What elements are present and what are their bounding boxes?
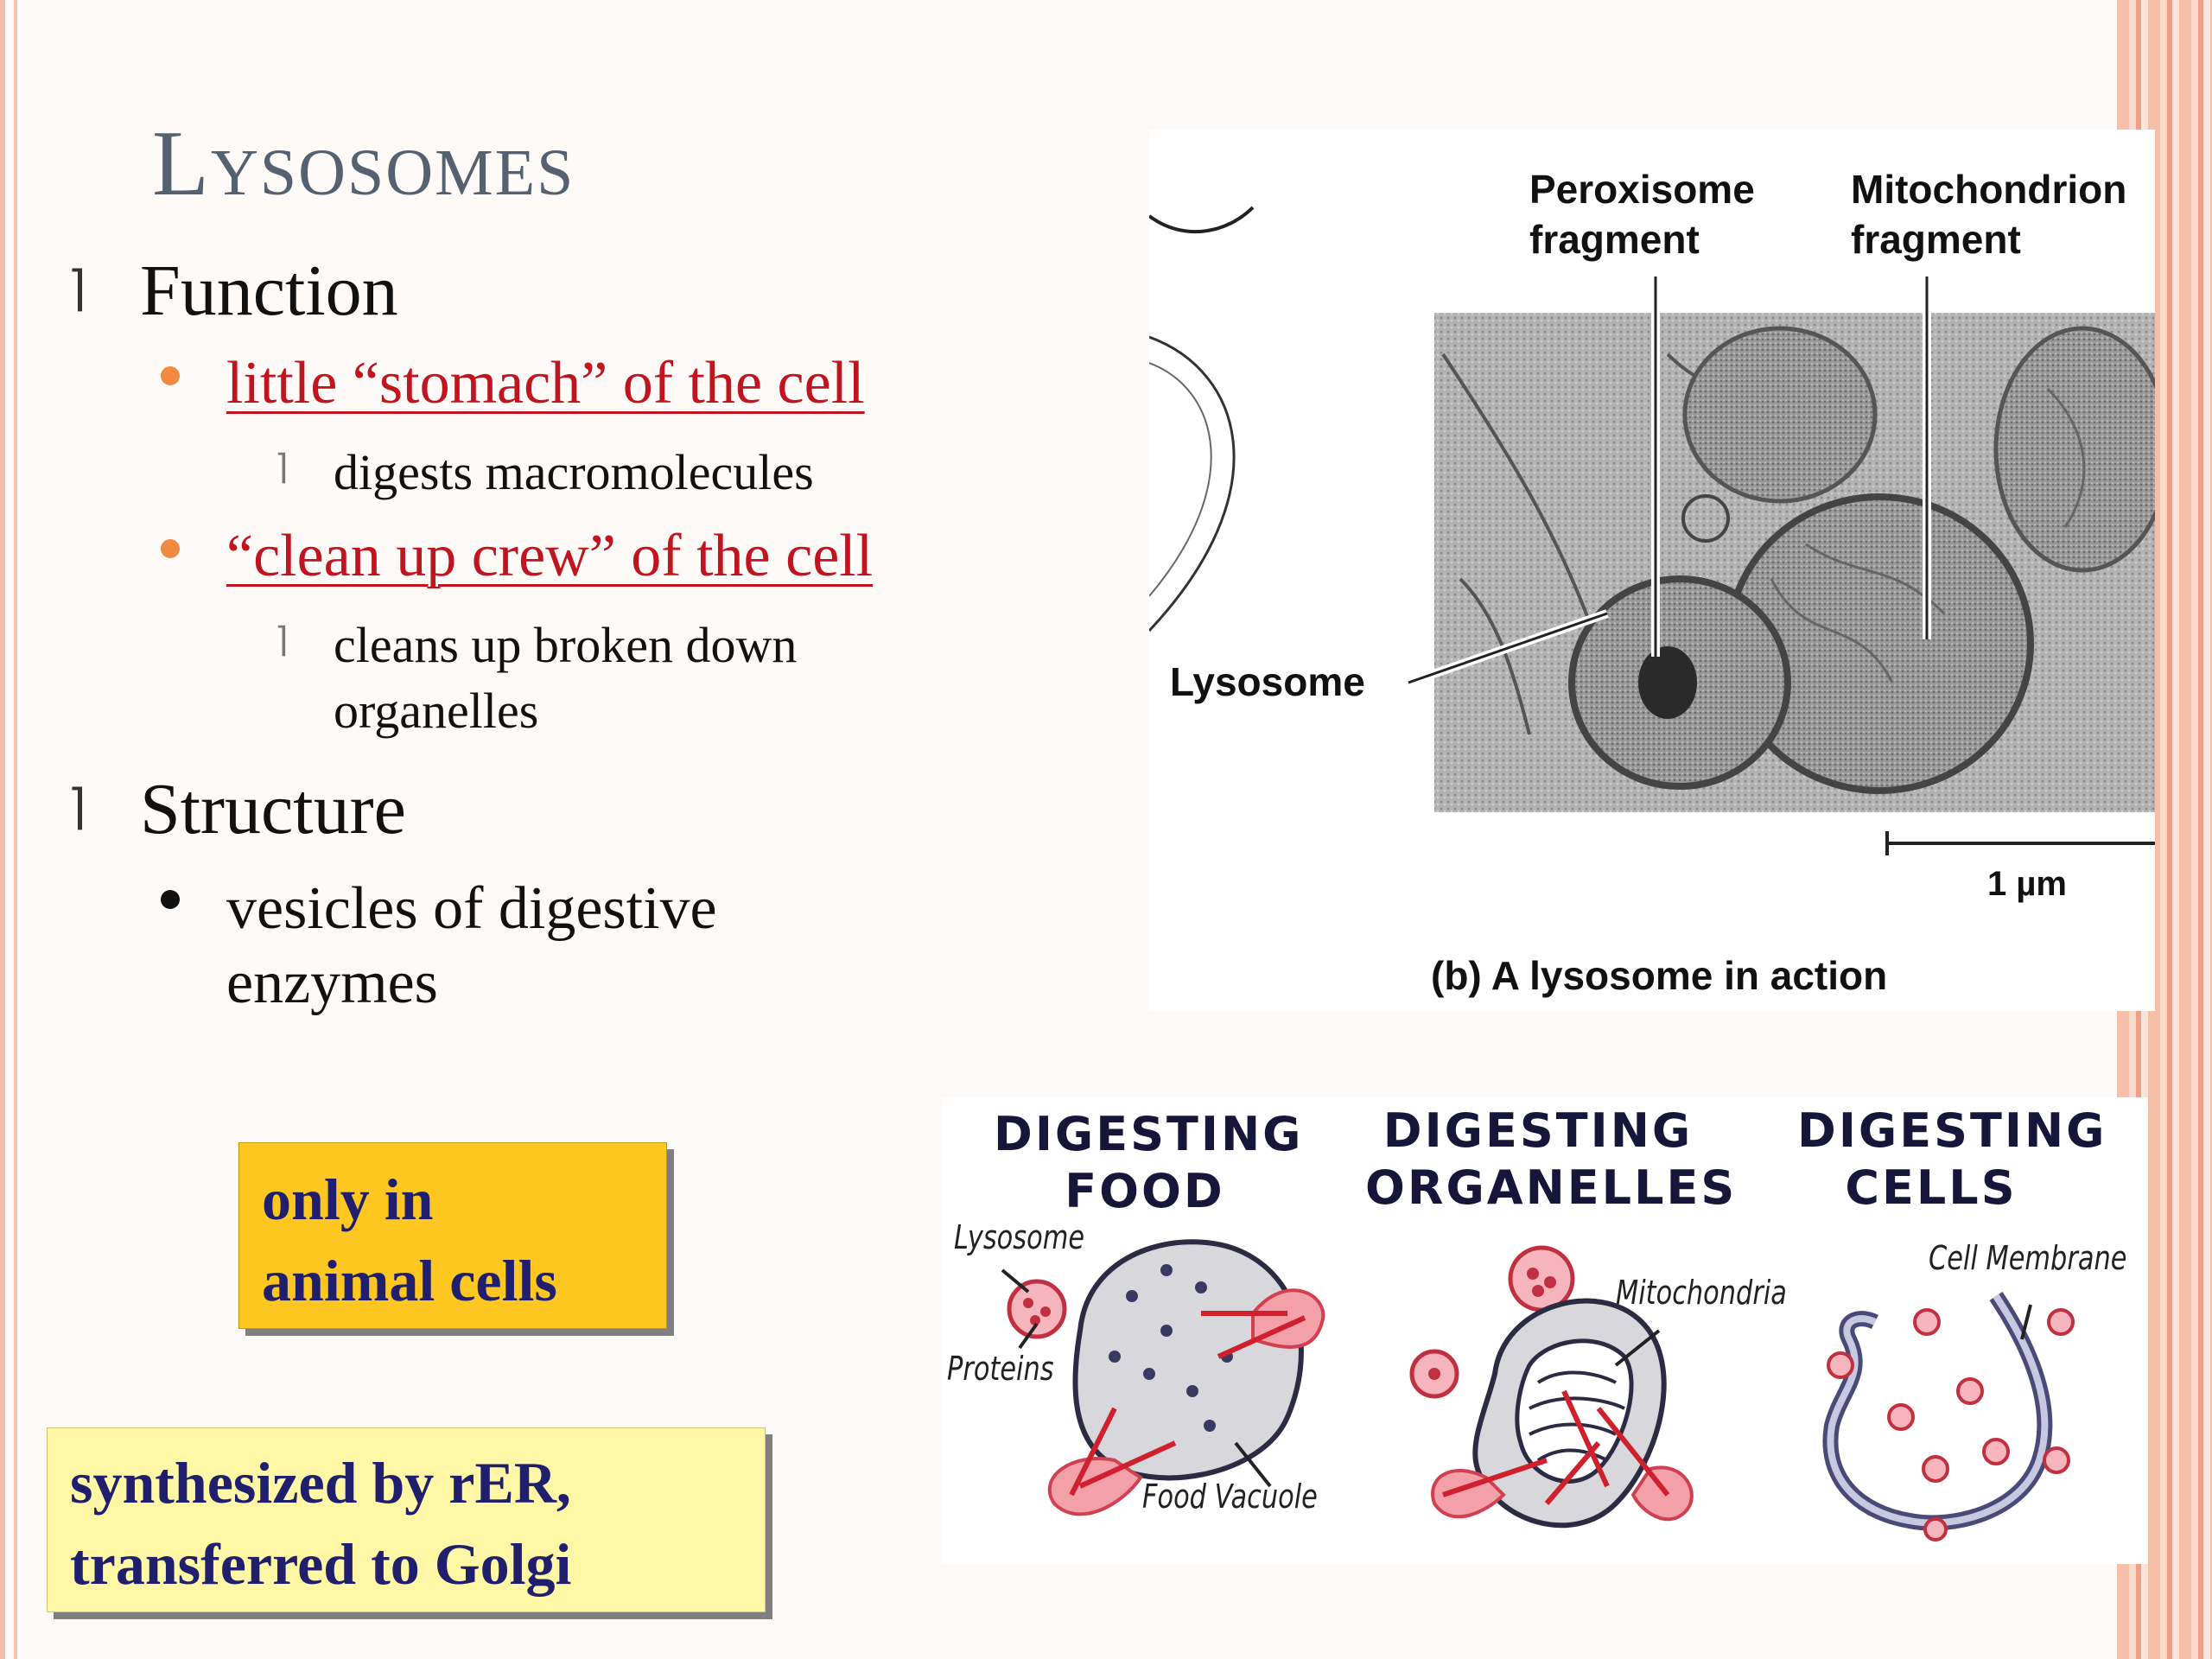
callout-animal-line2: animal cells xyxy=(262,1248,557,1313)
level1-bullet-icon: ⌉ xyxy=(67,261,86,317)
micrograph-illustration xyxy=(1149,206,2155,855)
structure-bullet-line2: enzymes xyxy=(226,950,438,1016)
digestion-illustrations xyxy=(1001,1239,2075,1541)
mitochondria-label: Mitochondria xyxy=(1616,1274,1787,1312)
panel1-title: DIGESTING FOOD xyxy=(994,1106,1304,1220)
function-sub-2-line2: organelles xyxy=(334,683,539,739)
callout-animal-cells: only in animal cells xyxy=(238,1142,667,1329)
function-sub-2-line1: cleans up broken down xyxy=(334,617,798,673)
figure-caption: (b) A lysosome in action xyxy=(1431,953,1888,998)
level3-bullet-icon: ⌉ xyxy=(275,620,289,660)
cell-membrane-drawing xyxy=(1822,1292,2075,1541)
peroxisome-label-line1: Peroxisome xyxy=(1529,167,1755,212)
mitochondrion-label-line1: Mitochondrion xyxy=(1851,167,2127,212)
orange-bullet-icon xyxy=(161,366,180,385)
food-vacuole-drawing xyxy=(1001,1239,1325,1516)
food-vacuole-label: Food Vacuole xyxy=(1142,1478,1318,1516)
callout-synth-line1: synthesized by rER, xyxy=(70,1450,571,1516)
left-border-decoration xyxy=(0,0,31,1659)
slide-title: Lysosomes xyxy=(152,112,575,215)
panel3-title-line1: DIGESTING xyxy=(1797,1103,2107,1158)
structure-heading: Structure xyxy=(140,769,406,849)
peroxisome-label: Peroxisome fragment xyxy=(1529,164,1755,264)
lysosome-small-label: Lysosome xyxy=(954,1218,1085,1256)
scale-label: 1 µm xyxy=(1987,865,2067,903)
black-bullet-icon xyxy=(161,890,180,909)
level1-bullet-icon: ⌉ xyxy=(67,779,86,836)
function-bullet-2-link[interactable]: “clean up crew” of the cell xyxy=(226,523,874,589)
cell-membrane-label: Cell Membrane xyxy=(1929,1239,2127,1277)
callout-synthesis: synthesized by rER, transferred to Golgi xyxy=(47,1427,766,1612)
function-heading: Function xyxy=(140,251,398,331)
structure-bullet-line1: vesicles of digestive xyxy=(226,875,717,942)
proteins-label: Proteins xyxy=(947,1350,1054,1388)
callout-animal-line1: only in xyxy=(262,1166,434,1232)
level3-bullet-icon: ⌉ xyxy=(275,448,289,487)
micrograph-figure: Peroxisome fragment Mitochondrion fragme… xyxy=(1149,130,2155,1011)
panel2-title-line1: DIGESTING xyxy=(1382,1103,1694,1158)
panel3-title: DIGESTING CELLS xyxy=(1797,1103,2107,1217)
lysosome-label: Lysosome xyxy=(1170,659,1365,704)
panel1-title-line2: FOOD xyxy=(1065,1164,1225,1218)
orange-bullet-icon xyxy=(161,539,180,558)
panel2-title-line2: ORGANELLES xyxy=(1365,1160,1738,1215)
panel3-title-line2: CELLS xyxy=(1845,1160,2018,1215)
peroxisome-label-line2: fragment xyxy=(1529,217,1700,262)
callout-synth-line2: transferred to Golgi xyxy=(70,1531,572,1597)
panel1-title-line1: DIGESTING xyxy=(994,1107,1304,1161)
mitochondrion-label-line2: fragment xyxy=(1851,217,2021,262)
digestion-diagram: DIGESTING FOOD DIGESTING ORGANELLES DIGE… xyxy=(942,1097,2148,1564)
mitochondria-drawing xyxy=(1409,1245,1694,1529)
mitochondrion-label: Mitochondrion fragment xyxy=(1851,164,2126,264)
function-sub-1-text: digests macromolecules xyxy=(334,444,814,500)
panel2-title: DIGESTING ORGANELLES xyxy=(1365,1103,1738,1217)
function-bullet-1-link[interactable]: little “stomach” of the cell xyxy=(226,350,865,416)
